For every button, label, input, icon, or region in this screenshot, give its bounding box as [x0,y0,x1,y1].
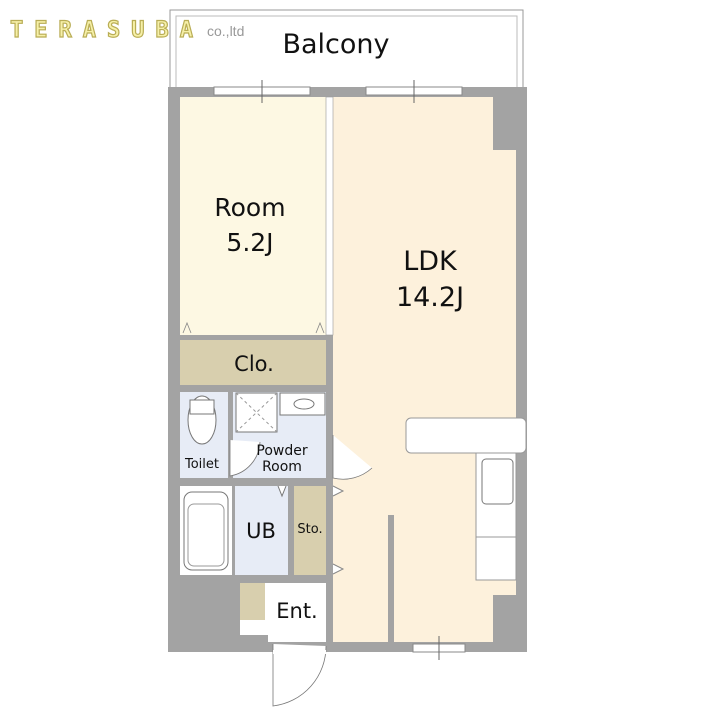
washer-pan-icon [235,392,278,433]
door-swing [332,435,373,480]
bathtub-icon [183,491,229,571]
unit-bath-area [235,486,288,575]
storage-label: Sto. [297,522,322,537]
ldk-label: LDK [403,246,458,277]
door-swing [229,440,261,477]
unit-bath-label: UB [246,519,276,543]
toilet-label: Toilet [184,457,219,472]
powder-room-label-2: Room [262,459,302,475]
room-label: Room [214,193,285,222]
room-size: 5.2J [226,228,273,257]
kitchen-counter [405,417,527,454]
room-area [180,97,326,335]
company-suffix: co.,ltd [207,23,245,39]
storage-area [294,486,326,575]
powder-room-label: Powder [256,443,307,459]
closet-area [180,340,326,385]
balcony-label: Balcony [282,29,389,60]
closet-label: Clo. [234,352,274,376]
partition-wall [388,515,394,642]
company-logo: TERASUBA [9,17,204,43]
entrance-label: Ent. [276,599,318,623]
sink-icon [481,458,514,505]
entrance-door [272,644,327,707]
ldk-size: 14.2J [396,282,464,313]
shoe-box [240,583,265,620]
balcony-area [169,9,524,91]
ldk-area [333,97,516,642]
